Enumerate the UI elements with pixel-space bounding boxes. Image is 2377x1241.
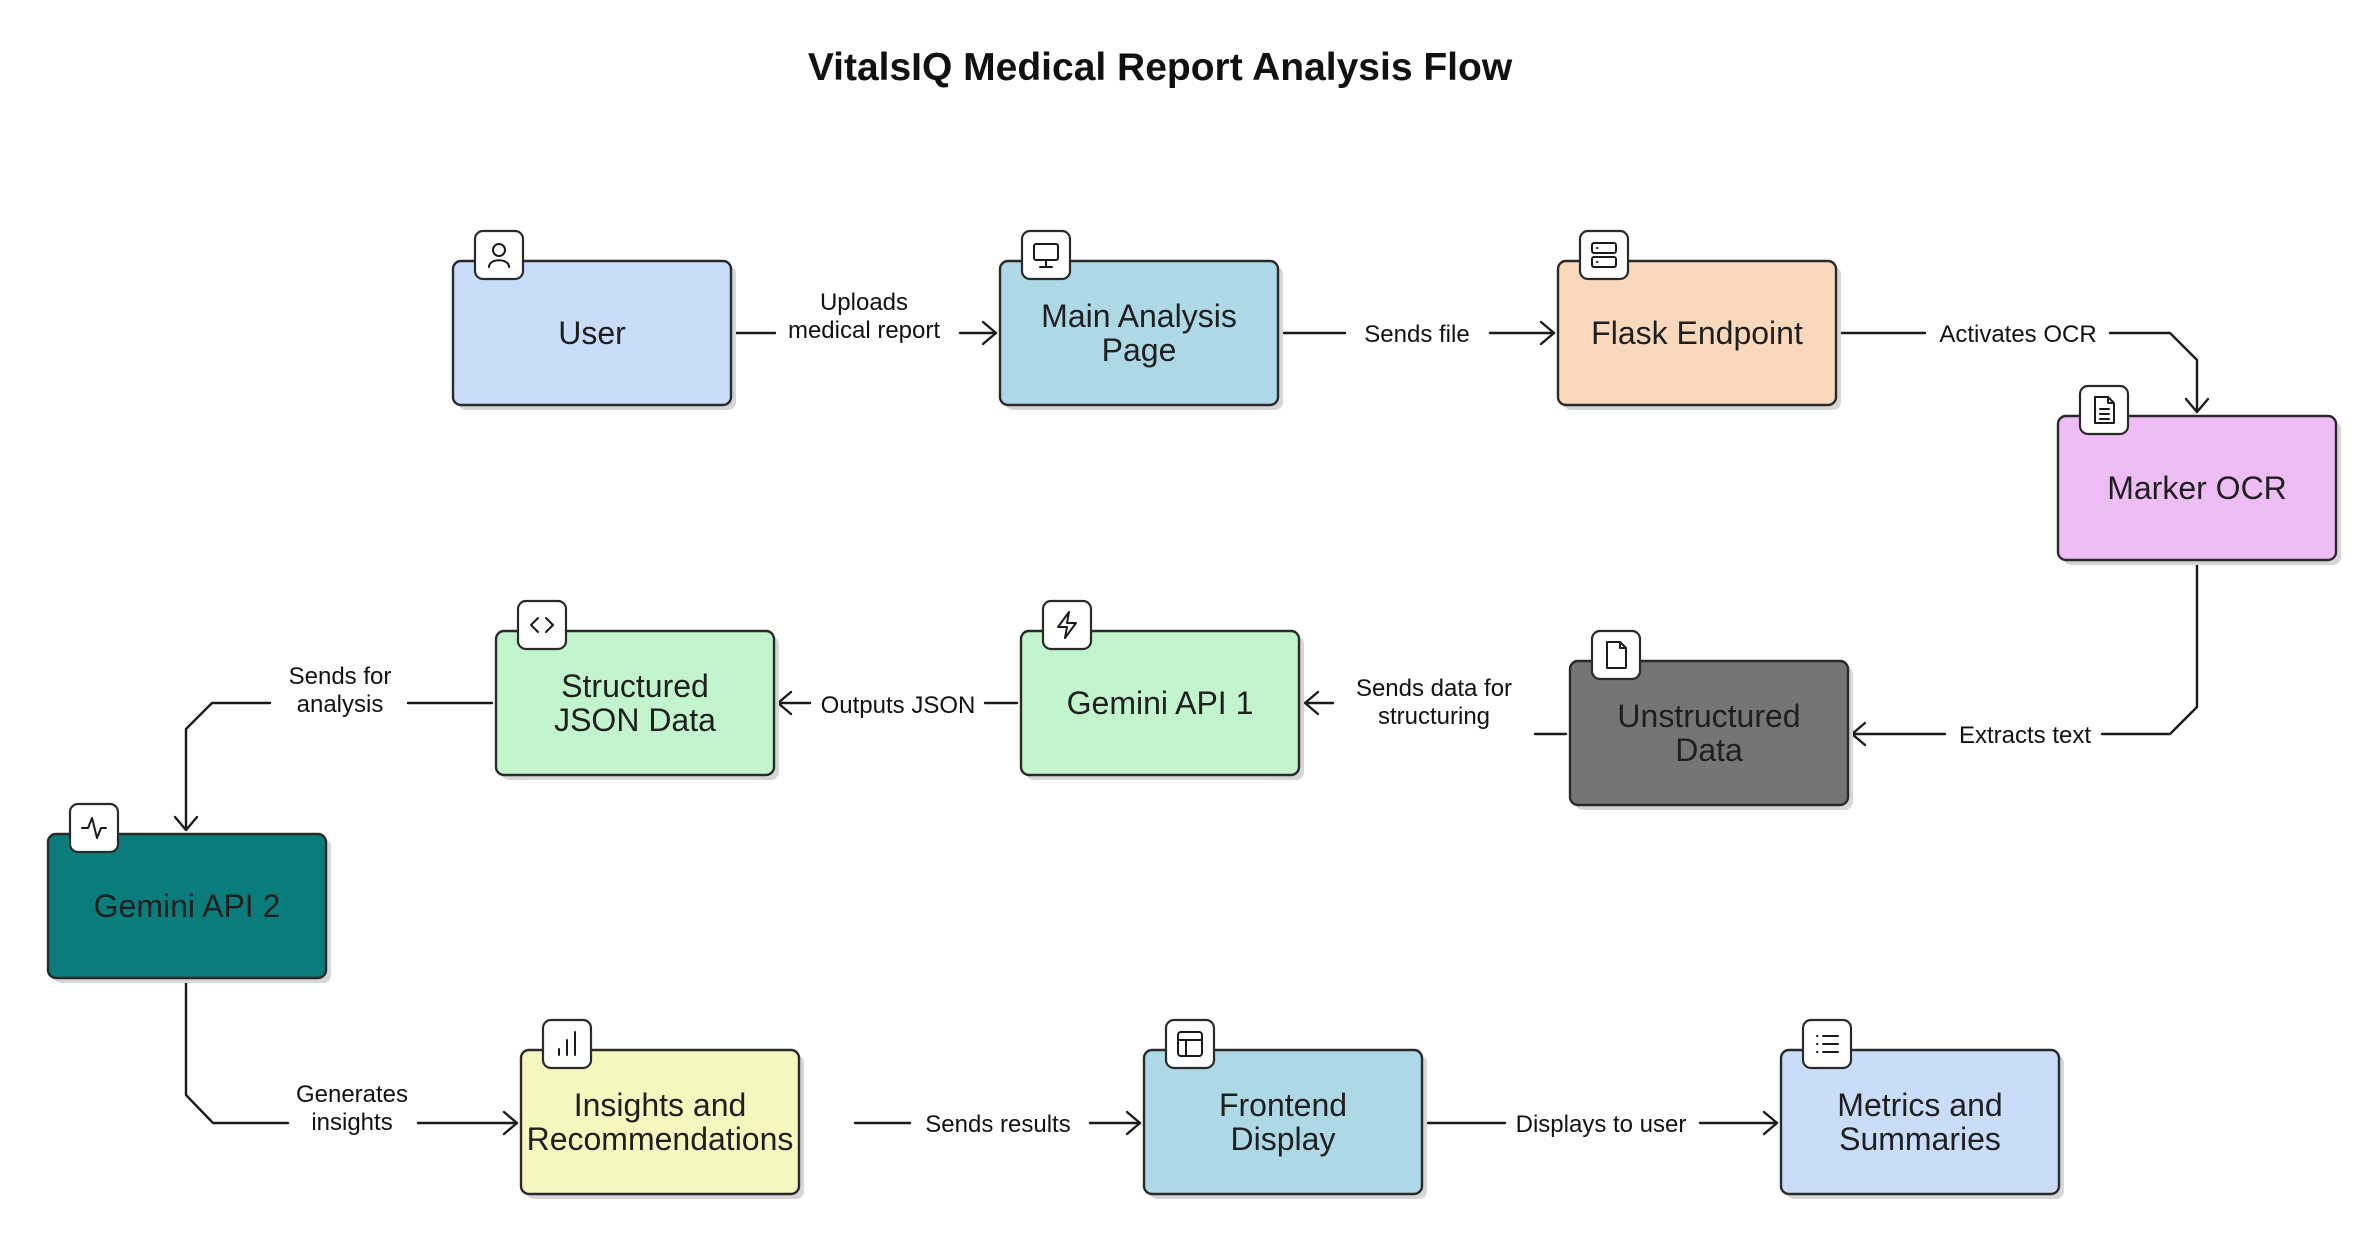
node-icon-badge: [516, 599, 568, 651]
node-label: Display: [1231, 1121, 1336, 1157]
node-label: Frontend: [1219, 1087, 1347, 1123]
node-box: [1019, 629, 1301, 777]
edge-label: medical report: [788, 317, 940, 344]
zap-icon: [1057, 611, 1077, 639]
activity-icon: [81, 817, 107, 839]
edge-line: [2108, 331, 2199, 414]
edge-line: [2100, 562, 2199, 736]
list-icon: [1816, 1035, 1839, 1053]
user-icon: [488, 243, 510, 268]
node-label: Recommendations: [527, 1121, 794, 1157]
edge-label: Outputs JSON: [821, 692, 976, 719]
arrow-head: [1539, 320, 1556, 346]
arrow-head: [2184, 397, 2210, 414]
edge-label: Activates OCR: [1939, 321, 2096, 348]
edge-label: structuring: [1378, 703, 1490, 730]
layout-icon: [1177, 1031, 1203, 1057]
node-ocr[interactable]: Marker OCR: [2056, 384, 2341, 565]
edge-ocr-to-unstructured: Extracts text: [1850, 562, 2199, 749]
edge-label: Sends data for: [1356, 675, 1512, 702]
node-box: [998, 259, 1280, 407]
diagram-title: VitalsIQ Medical Report Analysis Flow: [808, 46, 1513, 89]
node-label: User: [558, 315, 626, 351]
bar-chart-icon: [558, 1031, 576, 1056]
node-icon-badge: [1578, 229, 1630, 281]
edge-line: [184, 980, 290, 1125]
node-box: [1142, 1048, 1424, 1196]
node-icon-badge: [1041, 599, 1093, 651]
arrow-head: [502, 1110, 519, 1136]
node-box: [1568, 659, 1850, 807]
edge-label: Extracts text: [1959, 722, 2091, 749]
edge-flask-to-ocr: Activates OCR: [1836, 321, 2210, 414]
file-text-icon: [2094, 396, 2115, 424]
arrow-head: [1762, 1110, 1779, 1136]
node-label: Gemini API 1: [1067, 685, 1254, 721]
node-icon-badge: [1164, 1018, 1216, 1070]
node-label: Summaries: [1839, 1121, 2001, 1157]
edge-label: Sends results: [925, 1111, 1070, 1138]
node-label: Flask Endpoint: [1591, 315, 1803, 351]
node-box: [46, 832, 328, 980]
edge-insights-to-frontend: Sends results: [853, 1110, 1142, 1138]
node-label: Unstructured: [1617, 698, 1800, 734]
node-label: Gemini API 2: [94, 888, 281, 924]
node-flask[interactable]: Flask Endpoint: [1556, 229, 1841, 410]
node-gemini1[interactable]: Gemini API 1: [1019, 599, 1304, 780]
edge-label: analysis: [297, 691, 384, 718]
node-label: Main Analysis: [1041, 298, 1237, 334]
arrow-head: [1303, 690, 1320, 716]
node-icon-badge: [1020, 229, 1072, 281]
node-box: [494, 629, 776, 777]
arrow-head: [1125, 1110, 1142, 1136]
edge-gemini1-to-json: Outputs JSON: [776, 690, 1019, 719]
code-icon: [530, 617, 554, 633]
node-box: [519, 1048, 801, 1196]
node-label: Insights and: [574, 1087, 747, 1123]
edge-label: insights: [311, 1109, 392, 1136]
edge-label: Uploads: [820, 289, 908, 316]
node-box: [1779, 1048, 2061, 1196]
node-gemini2[interactable]: Gemini API 2: [46, 802, 331, 983]
edge-line: [184, 701, 272, 832]
node-box: [451, 259, 733, 407]
edge-label: Sends file: [1364, 321, 1469, 348]
edge-label: Displays to user: [1516, 1111, 1687, 1138]
node-box: [1556, 259, 1838, 407]
node-box: [2056, 414, 2338, 562]
server-icon: [1591, 242, 1617, 268]
monitor-icon: [1033, 243, 1059, 268]
edge-main-to-flask: Sends file: [1278, 320, 1556, 348]
edge-label: Generates: [296, 1081, 408, 1108]
edge-frontend-to-metrics: Displays to user: [1422, 1110, 1779, 1138]
node-label: JSON Data: [554, 702, 716, 738]
node-label: Structured: [561, 668, 709, 704]
edge-label: Sends for: [289, 663, 392, 690]
node-user[interactable]: User: [451, 229, 736, 410]
node-icon-badge: [1590, 629, 1642, 681]
file-icon: [1606, 641, 1627, 669]
node-label: Marker OCR: [2107, 470, 2287, 506]
arrow-head: [173, 815, 199, 832]
arrow-head: [981, 320, 998, 346]
node-label: Data: [1675, 732, 1743, 768]
node-label: Page: [1102, 332, 1177, 368]
node-label: Metrics and: [1837, 1087, 2002, 1123]
